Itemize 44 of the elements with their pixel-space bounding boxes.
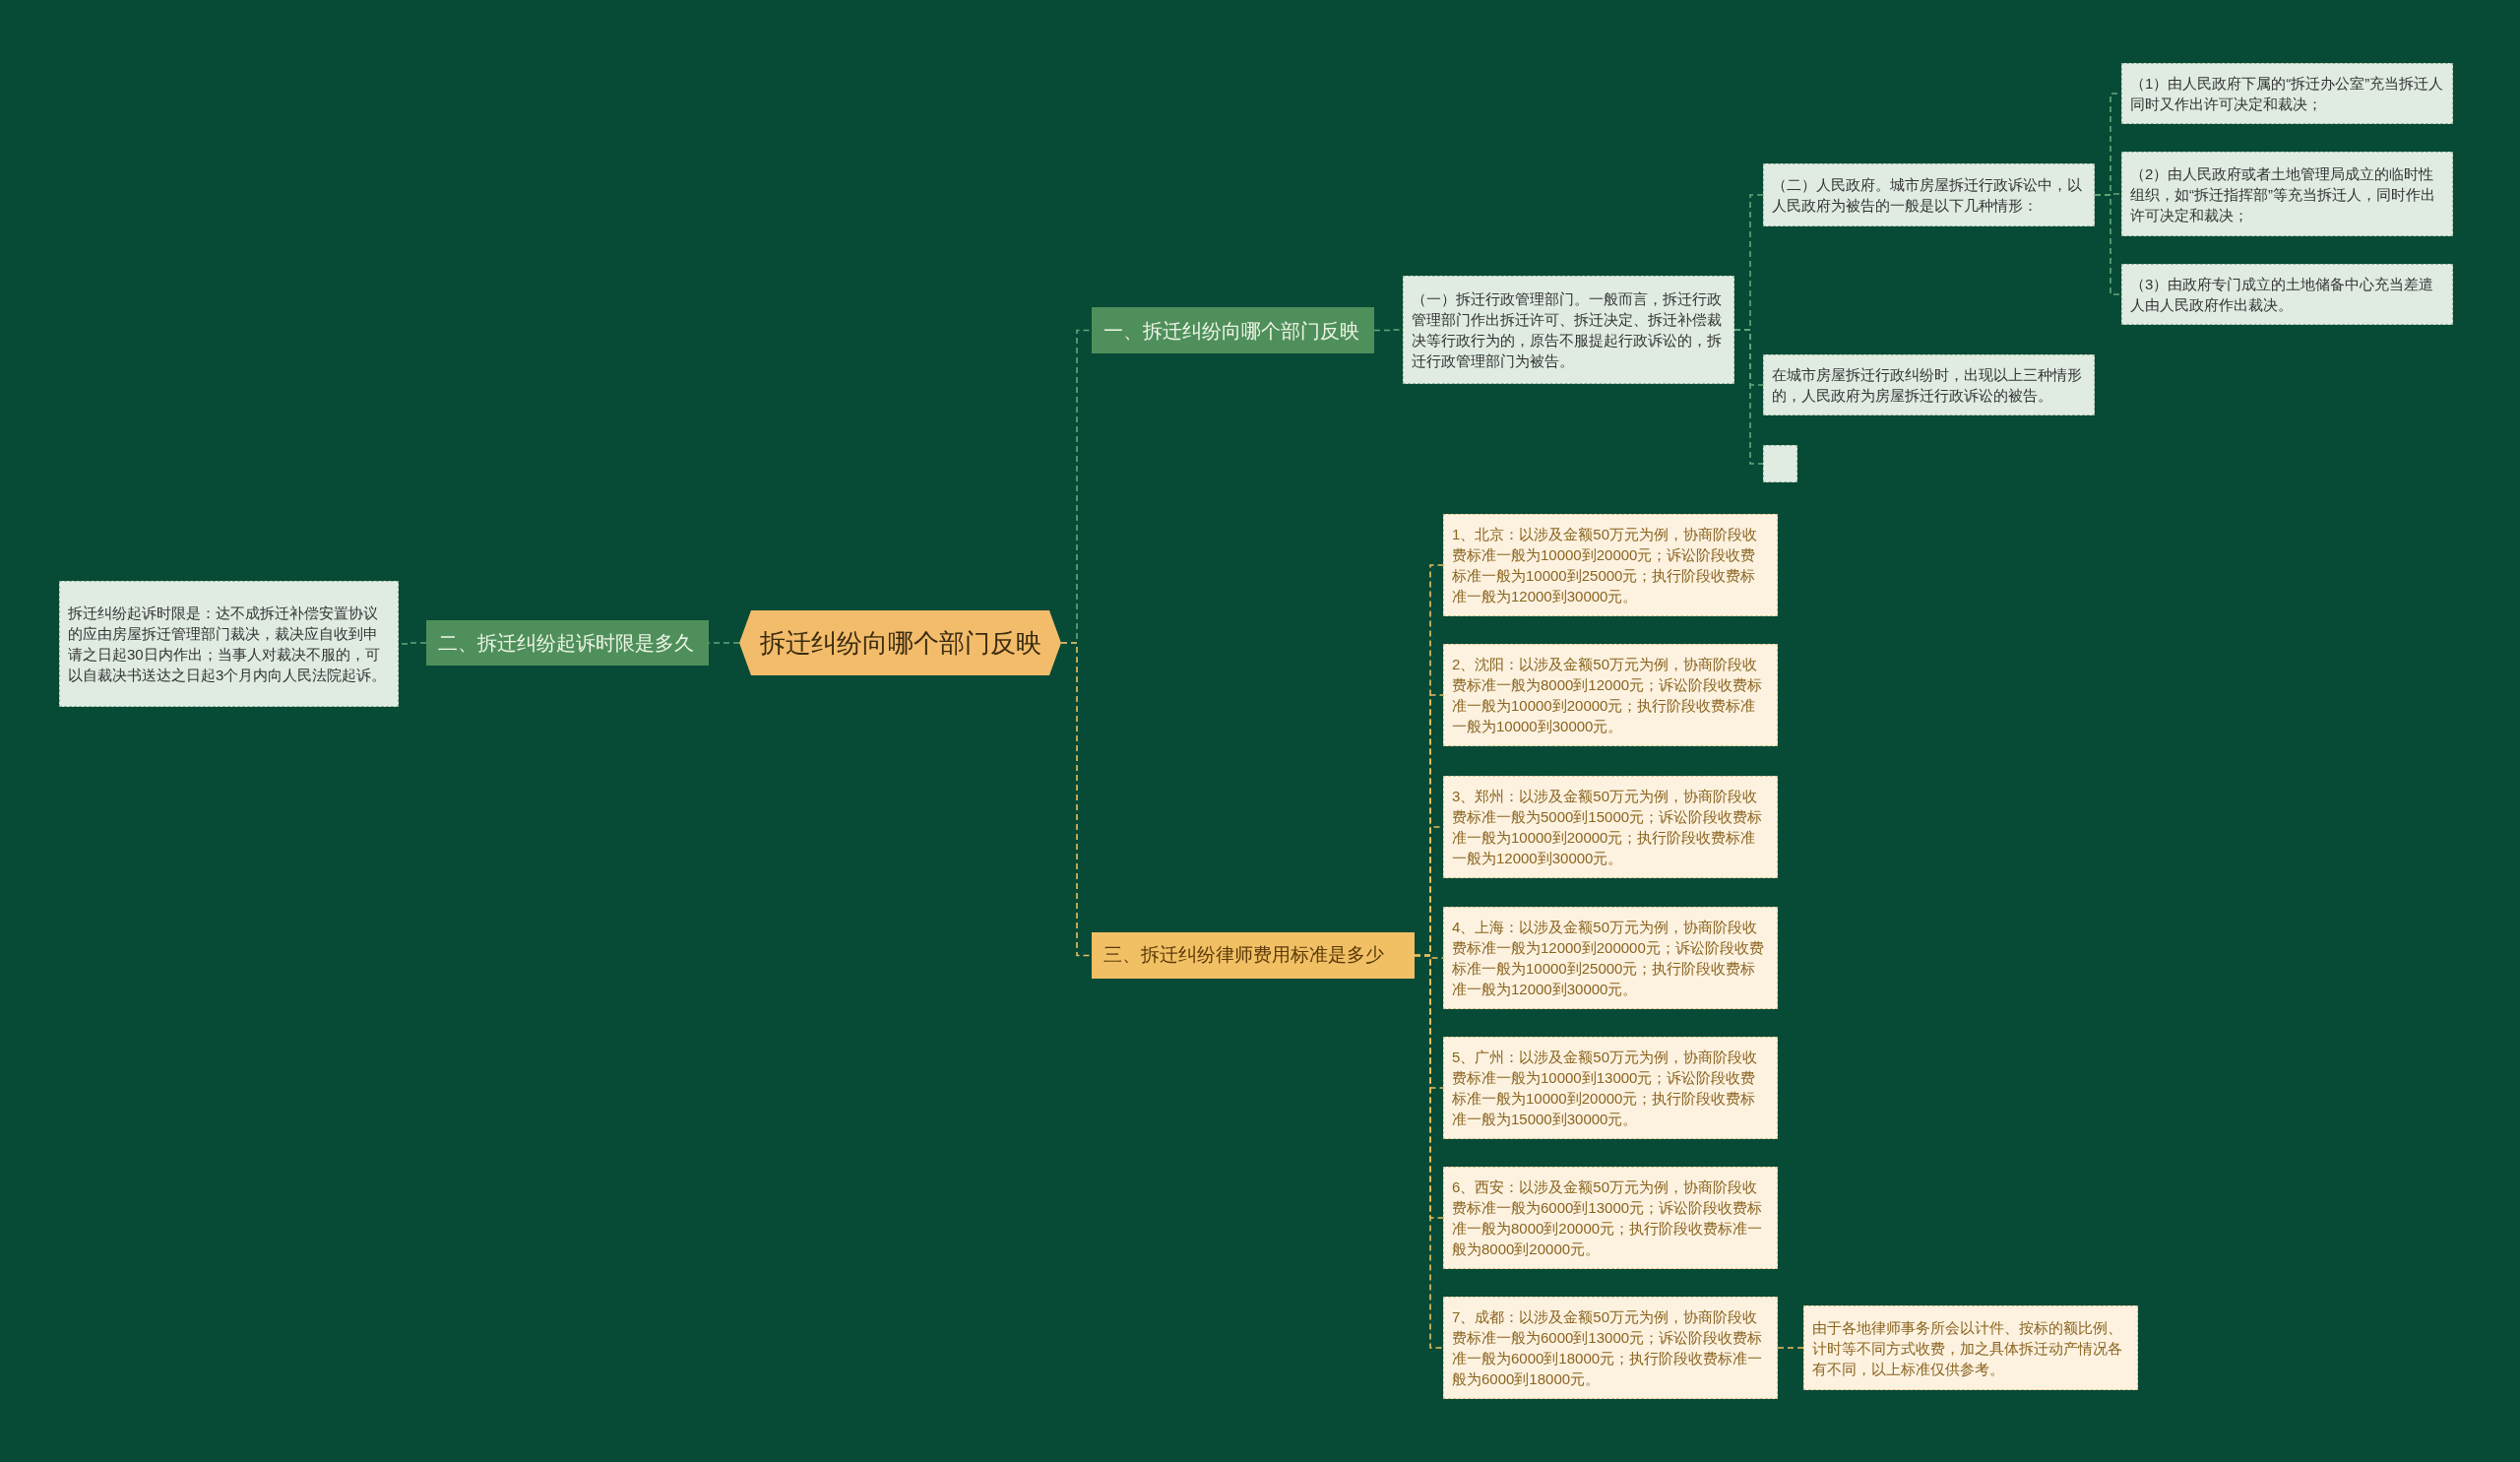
node-text: 1、北京：以涉及金额50万元为例，协商阶段收费标准一般为10000到20000元；诉讼阶段收费标准一般为10000到25000元；执行阶段收费标准一般为12000到30000元。 <box>1452 525 1759 606</box>
connector-line <box>2094 194 2122 295</box>
text-card <box>1443 644 1778 746</box>
branch-topic <box>1092 307 1374 353</box>
node-text: 4、上海：以涉及金额50万元为例，协商阶段收费标准一般为12000到200000元；诉讼阶段收费标准一般为10000到25000元；执行阶段收费标准一般为12000到30000元。 <box>1452 918 1765 999</box>
text-card <box>1443 1037 1778 1139</box>
empty-box <box>1763 445 1797 482</box>
node-text: 拆迁纠纷向哪个部门反映 <box>759 626 1041 660</box>
node-text: 二、拆迁纠纷起诉时限是多久 <box>438 631 695 656</box>
connector-line <box>1777 1347 1804 1349</box>
text-card <box>1763 354 2095 415</box>
connector-line <box>1733 329 1764 465</box>
branch-topic <box>426 620 709 666</box>
text-card <box>1763 163 2095 226</box>
text-card <box>1443 1167 1778 1269</box>
text-card <box>2121 63 2453 124</box>
node-text: （2）由人民政府或者土地管理局成立的临时性组织，如“拆迁指挥部”等充当拆迁人，同时作出许可决定和裁决； <box>2130 163 2436 225</box>
node-text: 3、郑州：以涉及金额50万元为例，协商阶段收费标准一般为5000到15000元；诉讼阶段收费标准一般为10000到20000元；执行阶段收费标准一般为12000到30000元。 <box>1452 787 1764 868</box>
node-text: 在城市房屋拆迁行政纠纷时，出现以上三种情形的，人民政府为房屋拆迁行政诉讼的被告。 <box>1772 365 2083 406</box>
node-text: 拆迁纠纷起诉时限是：达不成拆迁补偿安置协议的应由房屋拆迁管理部门裁决，裁决应自收到申请之日起30日内作出；当事人对裁决不服的，可以自裁决书送达之日起3个月内向人民法院起诉。 <box>68 604 388 685</box>
text-card <box>1803 1305 2138 1390</box>
node-text: 一、拆迁纠纷向哪个部门反映 <box>1103 318 1360 344</box>
node-text: 由于各地律师事务所会以计件、按标的额比例、计时等不同方式收费，加之具体拆迁动产情况各有不同，以上标准仅供参考。 <box>1812 1317 2123 1379</box>
node-text: 5、广州：以涉及金额50万元为例，协商阶段收费标准一般为10000到13000元；诉讼阶段收费标准一般为10000到20000元；执行阶段收费标准一般为15000到30000元。 <box>1452 1048 1759 1129</box>
text-card <box>59 581 399 707</box>
node-text: 2、沈阳：以涉及金额50万元为例，协商阶段收费标准一般为8000到12000元；诉讼阶段收费标准一般为10000到20000元；执行阶段收费标准一般为10000到30000元。 <box>1452 655 1764 736</box>
text-card <box>2121 152 2453 236</box>
text-card <box>1443 1297 1778 1399</box>
connector-line <box>1414 954 1444 1349</box>
node-text: （一）拆迁行政管理部门。一般而言，拆迁行政管理部门作出拆迁许可、拆迁决定、拆迁补偿裁决等行政行为的，原告不服提起行政诉讼的，拆迁行政管理部门为被告。 <box>1412 289 1723 371</box>
node-text: 7、成都：以涉及金额50万元为例，协商阶段收费标准一般为6000到13000元；诉讼阶段收费标准一般为6000到18000元；执行阶段收费标准一般为6000到18000元。 <box>1452 1307 1764 1389</box>
branch-topic <box>1092 932 1415 979</box>
text-card <box>1403 276 1734 384</box>
text-card <box>1443 776 1778 878</box>
node-text: （3）由政府专门成立的土地储备中心充当差遣人由人民政府作出裁决。 <box>2130 275 2435 315</box>
node-text: （1）由人民政府下属的“拆迁办公室”充当拆迁人同时又作出许可决定和裁决； <box>2130 74 2444 114</box>
central-topic <box>739 610 1061 675</box>
node-text: （二）人民政府。城市房屋拆迁行政诉讼中，以人民政府为被告的一般是以下几种情形： <box>1772 175 2083 216</box>
text-card <box>1443 907 1778 1009</box>
node-text: 三、拆迁纠纷律师费用标准是多少 <box>1103 943 1385 968</box>
text-card <box>1443 514 1778 616</box>
node-text: 6、西安：以涉及金额50万元为例，协商阶段收费标准一般为6000到13000元；诉讼阶段收费标准一般为8000到20000元；执行阶段收费标准一般为8000到20000元。 <box>1452 1177 1764 1259</box>
text-card <box>2121 264 2453 325</box>
connector-line <box>1060 642 1093 957</box>
